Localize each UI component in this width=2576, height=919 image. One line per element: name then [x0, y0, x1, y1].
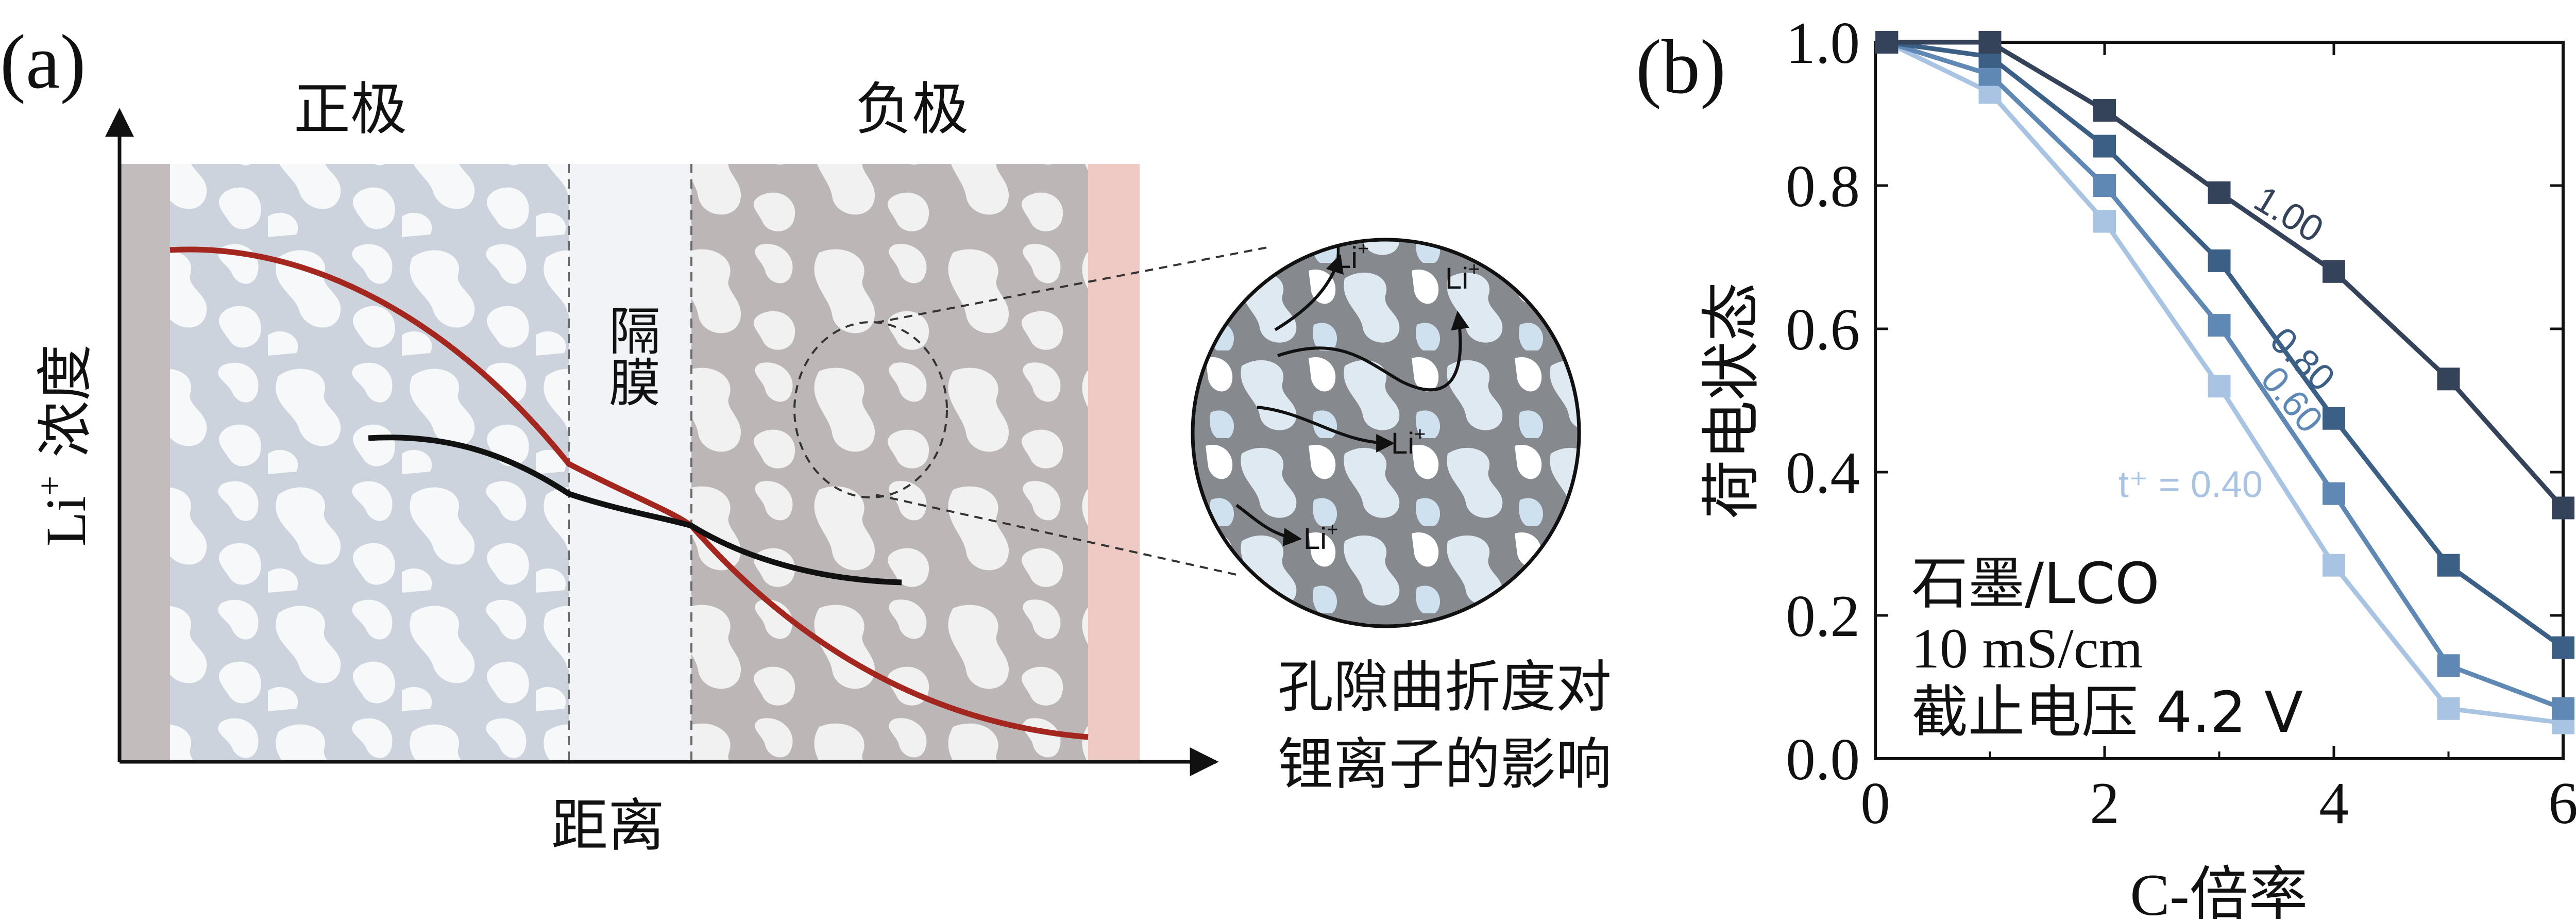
separator-region	[569, 164, 691, 762]
annotation-line-2: 10 mS/cm	[1911, 617, 2143, 680]
y-tick-label: 0.4	[1786, 440, 1860, 506]
cathode-label: 正极	[294, 76, 407, 142]
inset-circle-border	[1191, 238, 1581, 628]
concentration-curve-black	[368, 435, 902, 586]
y-tick-label: 0.2	[1786, 583, 1860, 649]
x-axis-label-b: C-倍率	[2130, 862, 2308, 919]
data-point	[2093, 135, 2116, 158]
y-axis-label-a: Li+ 浓度	[30, 344, 98, 546]
data-point	[2437, 367, 2460, 391]
x-tick-label: 0	[1860, 771, 1890, 836]
collector-left	[120, 164, 170, 762]
data-point	[2552, 697, 2574, 720]
data-point	[2208, 314, 2231, 337]
data-point	[2437, 554, 2460, 577]
inset-ion-label-2: Li+	[1445, 259, 1480, 295]
x-tick-label: 4	[2319, 771, 2349, 836]
data-point	[2323, 260, 2345, 283]
panel-a: (a) 正极 负极 隔膜 距离 Li+ 浓度	[0, 19, 1612, 859]
x-tick-label: 2	[2090, 771, 2120, 836]
y-tick-label: 0.0	[1786, 727, 1860, 792]
x-axis-label-a: 距离	[551, 793, 665, 859]
annotation-line-3: 截止电压 4.2 V	[1911, 679, 2303, 745]
concentration-curve-red	[170, 246, 1089, 740]
inset-pore-view	[1193, 240, 1579, 626]
data-point	[2552, 636, 2574, 659]
data-point	[2437, 697, 2460, 720]
inset-ion-label-4: Li+	[1303, 519, 1338, 556]
caption-line-1: 孔隙曲折度对	[1278, 655, 1612, 720]
axis-ticks: 0 2 4 6 0.0 0.2 0.4 0.6 0.8 1.0	[1786, 10, 2576, 836]
inset-ion-label-3: Li+	[1391, 424, 1426, 460]
data-point	[1875, 31, 1899, 54]
y-axis-label-b: 荷电状态	[1697, 282, 1766, 519]
panel-a-label: (a)	[0, 19, 86, 105]
data-point	[2323, 407, 2345, 430]
magnifier-line-top	[875, 246, 1268, 324]
separator-label: 隔膜	[600, 304, 660, 407]
data-point	[2093, 99, 2116, 122]
x-tick-label: 6	[2548, 771, 2576, 836]
data-point	[2208, 181, 2231, 204]
annotation-line-1: 石墨/LCO	[1911, 550, 2160, 616]
magnifier-line-bottom	[875, 494, 1237, 576]
data-point	[2323, 482, 2345, 505]
series-label: t⁺ = 0.40	[2119, 464, 2263, 506]
data-point	[2437, 654, 2460, 677]
series-line	[1887, 40, 2565, 510]
caption-line-2: 锂离子的影响	[1278, 732, 1612, 797]
inset-ion-label-1: Li+	[1334, 238, 1369, 275]
anode-label: 负极	[855, 76, 969, 142]
panel-b-label: (b)	[1636, 24, 1726, 110]
anode-region	[691, 164, 1088, 762]
cathode-region	[170, 164, 569, 762]
data-point	[2093, 210, 2116, 233]
y-tick-label: 1.0	[1786, 10, 1860, 76]
data-point	[2093, 174, 2116, 197]
magnifier-circle	[793, 321, 948, 498]
collector-right	[1088, 164, 1140, 762]
data-point	[2208, 375, 2231, 398]
data-point	[2552, 496, 2574, 520]
data-point	[2323, 554, 2345, 577]
y-tick-label: 0.6	[1786, 297, 1860, 362]
y-tick-label: 0.8	[1786, 154, 1860, 219]
data-point	[1978, 31, 2002, 54]
data-point	[2208, 249, 2231, 272]
